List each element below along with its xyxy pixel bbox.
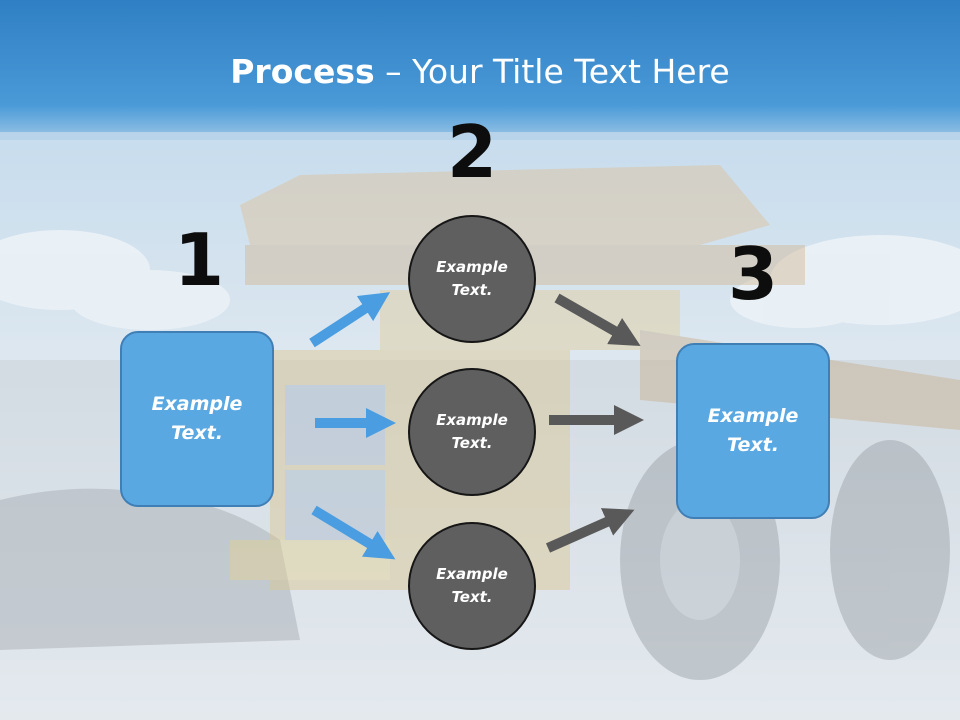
arrow-blue-down	[311, 505, 396, 560]
title-bold: Process	[230, 52, 375, 91]
title-dash: –	[374, 52, 413, 91]
step-1-box[interactable]: Example Text.	[120, 331, 274, 507]
step-3-box[interactable]: Example Text.	[676, 343, 830, 519]
step-1-text: Example Text.	[151, 393, 243, 444]
arrow-gray-up	[545, 508, 635, 553]
arrow-gray-down	[554, 293, 641, 346]
circle-top-text: Example Text.	[436, 258, 508, 299]
arrow-blue-up	[309, 292, 391, 348]
step-2-circle-bottom[interactable]: Example Text.	[408, 522, 536, 650]
step-3-text: Example Text.	[707, 405, 799, 456]
step-number-3: 3	[727, 232, 779, 316]
title-rest: Your Title Text Here	[412, 52, 730, 91]
circle-bottom-text: Example Text.	[436, 565, 508, 606]
step-number-2: 2	[446, 110, 498, 194]
circle-middle-text: Example Text.	[436, 411, 508, 452]
slide-title: Process – Your Title Text Here	[0, 52, 960, 91]
step-2-circle-top[interactable]: Example Text.	[408, 215, 536, 343]
step-number-1: 1	[173, 218, 225, 302]
step-2-circle-middle[interactable]: Example Text.	[408, 368, 536, 496]
